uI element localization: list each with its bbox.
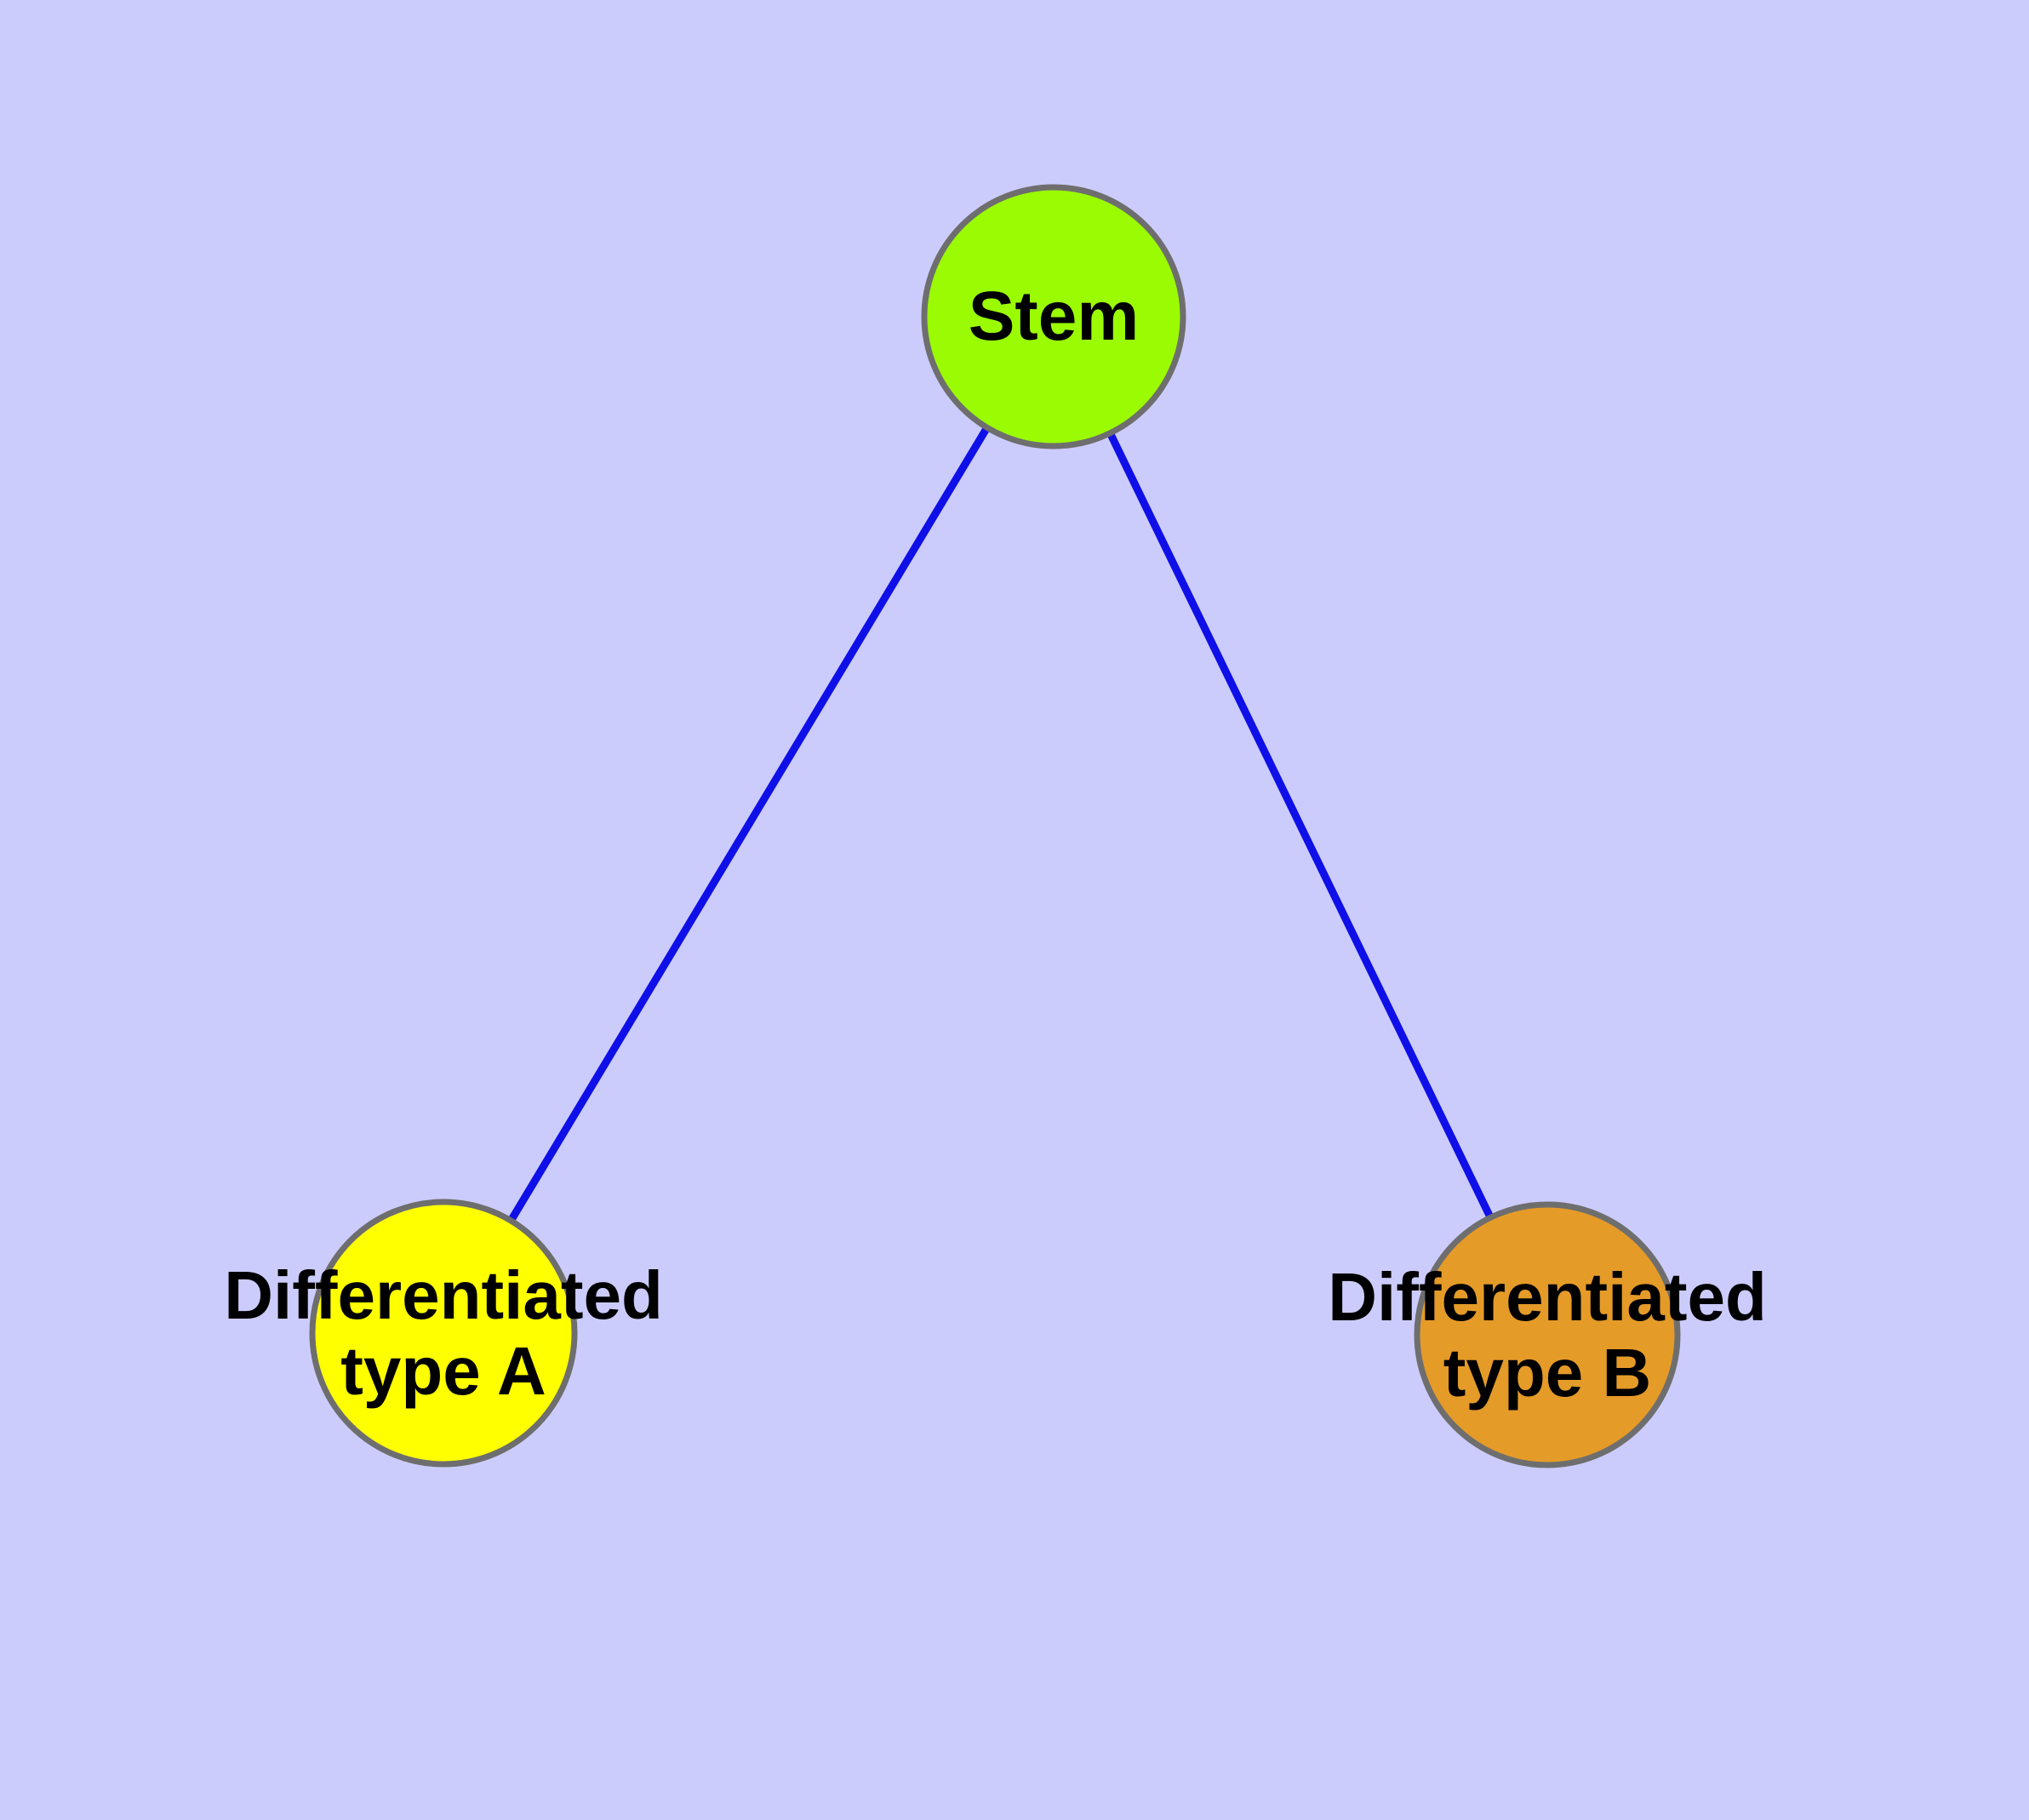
nodes-layer xyxy=(309,184,1681,1468)
edges-layer xyxy=(440,314,1552,1336)
graph-edge xyxy=(440,314,1057,1336)
graph-node-differentiated-b[interactable] xyxy=(1414,1201,1681,1468)
graph-node-stem[interactable] xyxy=(921,184,1186,449)
graph-edge xyxy=(1049,315,1552,1336)
graph-node-differentiated-a[interactable] xyxy=(309,1199,578,1468)
